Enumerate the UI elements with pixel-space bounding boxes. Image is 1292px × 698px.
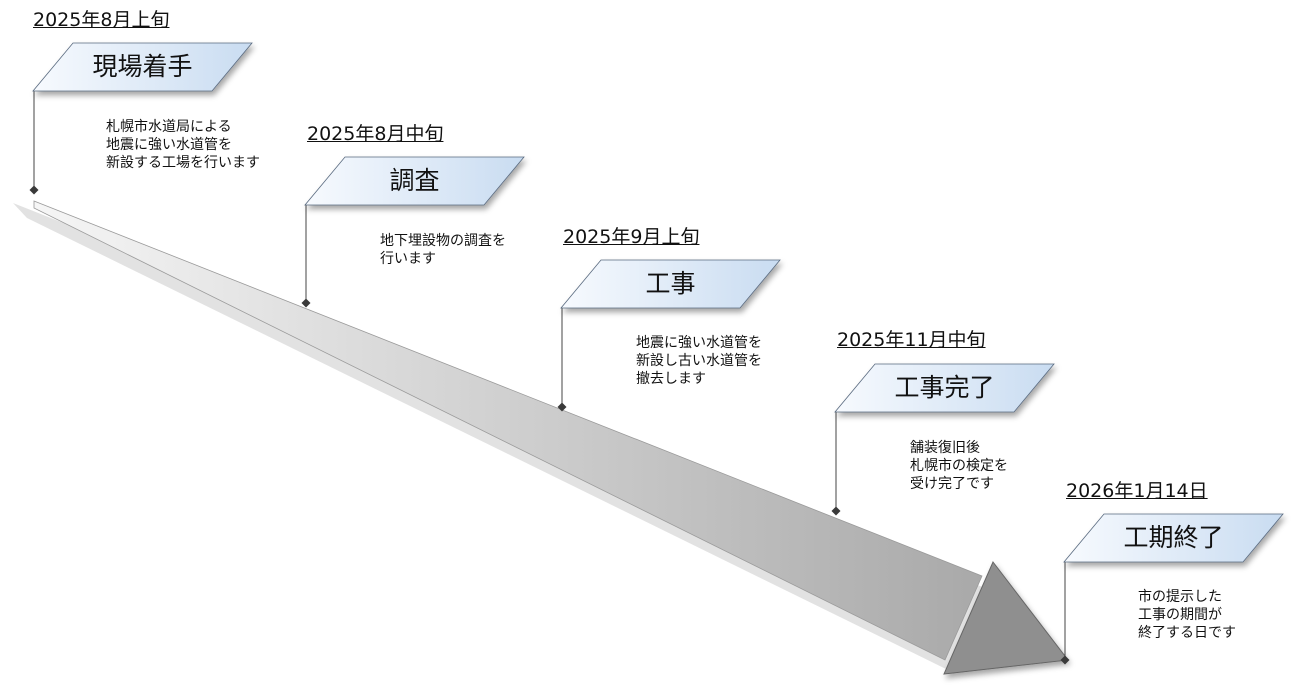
milestone-title: 工期終了 xyxy=(1123,523,1224,552)
milestone-description: 舗装復旧後札幌市の検定を受け完了です xyxy=(910,439,1008,493)
description-line: 地震に強い水道管を xyxy=(106,137,232,153)
description-line: 終了する日です xyxy=(1138,625,1236,641)
timeline-arrow-head xyxy=(943,561,1069,675)
milestone-description: 地震に強い水道管を新設し古い水道管を撤去します xyxy=(636,334,762,388)
milestone-title: 工事 xyxy=(645,269,696,298)
milestone-title: 調査 xyxy=(389,166,440,195)
description-line: 札幌市水道局による xyxy=(106,119,232,135)
milestone-date: 2026年1月14日 xyxy=(1066,480,1208,502)
milestone-marker xyxy=(557,402,567,412)
milestone-date: 2025年8月中旬 xyxy=(307,123,444,145)
description-line: 受け完了です xyxy=(910,476,994,492)
milestone-title: 現場着手 xyxy=(92,52,193,81)
milestone-banner xyxy=(304,156,525,206)
milestone-banner xyxy=(560,259,781,309)
description-line: 新設し古い水道管を xyxy=(636,353,762,369)
milestone-description: 地下埋設物の調査を行います xyxy=(380,232,506,268)
milestone-marker xyxy=(301,298,311,308)
milestone-date: 2025年9月上旬 xyxy=(563,226,700,248)
description-line: 行います xyxy=(380,251,436,267)
description-line: 新設する工場を行います xyxy=(106,155,260,171)
milestone-marker xyxy=(1060,655,1070,665)
milestone-title: 工事完了 xyxy=(894,373,995,402)
milestone-banner xyxy=(1063,513,1284,563)
description-line: 撤去します xyxy=(636,371,706,387)
description-line: 工事の期間が xyxy=(1138,607,1222,623)
milestone-description: 札幌市水道局による地震に強い水道管を新設する工場を行います xyxy=(106,118,260,172)
description-line: 舗装復旧後 xyxy=(910,440,980,456)
milestone-marker xyxy=(29,185,39,195)
description-line: 地震に強い水道管を xyxy=(636,335,762,351)
description-line: 地下埋設物の調査を xyxy=(380,233,506,249)
milestone-date: 2025年11月中旬 xyxy=(837,329,986,351)
milestone-banner xyxy=(834,363,1055,413)
timeline-arrow-body xyxy=(33,200,983,661)
milestone-description: 市の提示した工事の期間が終了する日です xyxy=(1138,588,1236,642)
description-line: 札幌市の検定を xyxy=(910,458,1008,474)
milestone-date: 2025年8月上旬 xyxy=(33,9,170,31)
description-line: 市の提示した xyxy=(1138,589,1222,605)
milestone-marker xyxy=(831,506,841,516)
milestone-banner xyxy=(32,42,253,92)
